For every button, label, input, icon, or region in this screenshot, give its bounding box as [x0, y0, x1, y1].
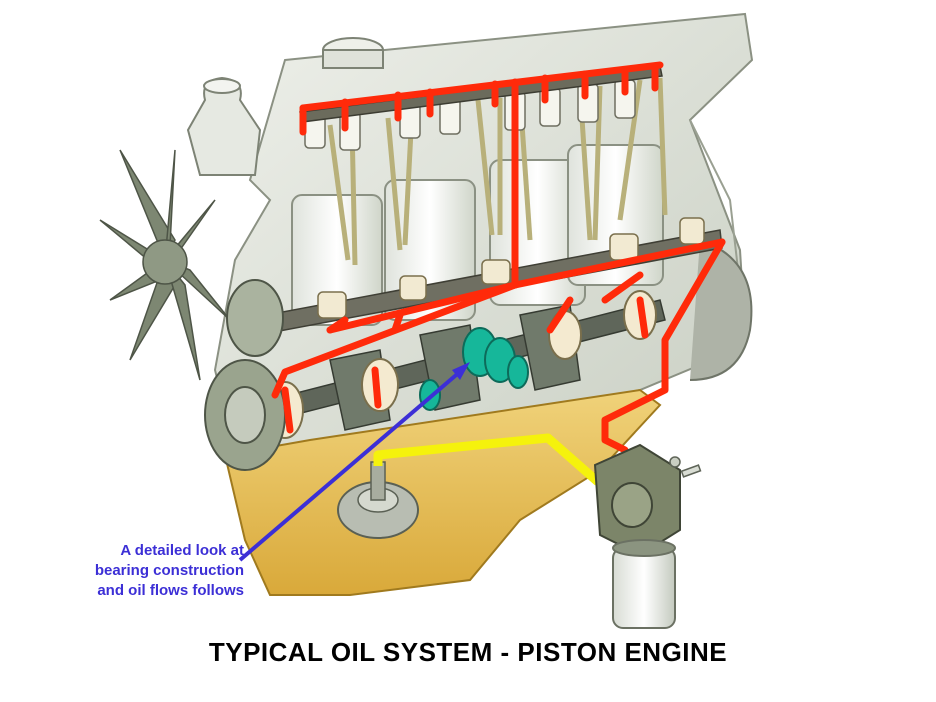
coolant-reservoir — [186, 76, 262, 176]
oil-galleries — [271, 61, 726, 454]
diagram-title: TYPICAL OIL SYSTEM - PISTON ENGINE — [208, 637, 728, 667]
callout-line-1: A detailed look at — [120, 542, 244, 559]
oil-pickup — [337, 461, 419, 539]
oil-filler-cap — [322, 37, 384, 69]
pickup-oil-path — [373, 433, 601, 486]
callout-arrow — [238, 362, 470, 562]
fan — [99, 149, 231, 381]
oil-filter — [612, 539, 676, 629]
bearing-callout: A detailed look at bearing construction … — [40, 541, 244, 601]
pushrods — [327, 77, 668, 266]
water-pump-pulley — [226, 279, 284, 357]
filter-bolt — [669, 456, 702, 478]
oil-filter-housing — [593, 443, 681, 557]
callout-line-3: and oil flows follows — [97, 582, 244, 599]
callout-line-2: bearing construction — [94, 562, 244, 579]
crank-pulley — [204, 359, 286, 471]
